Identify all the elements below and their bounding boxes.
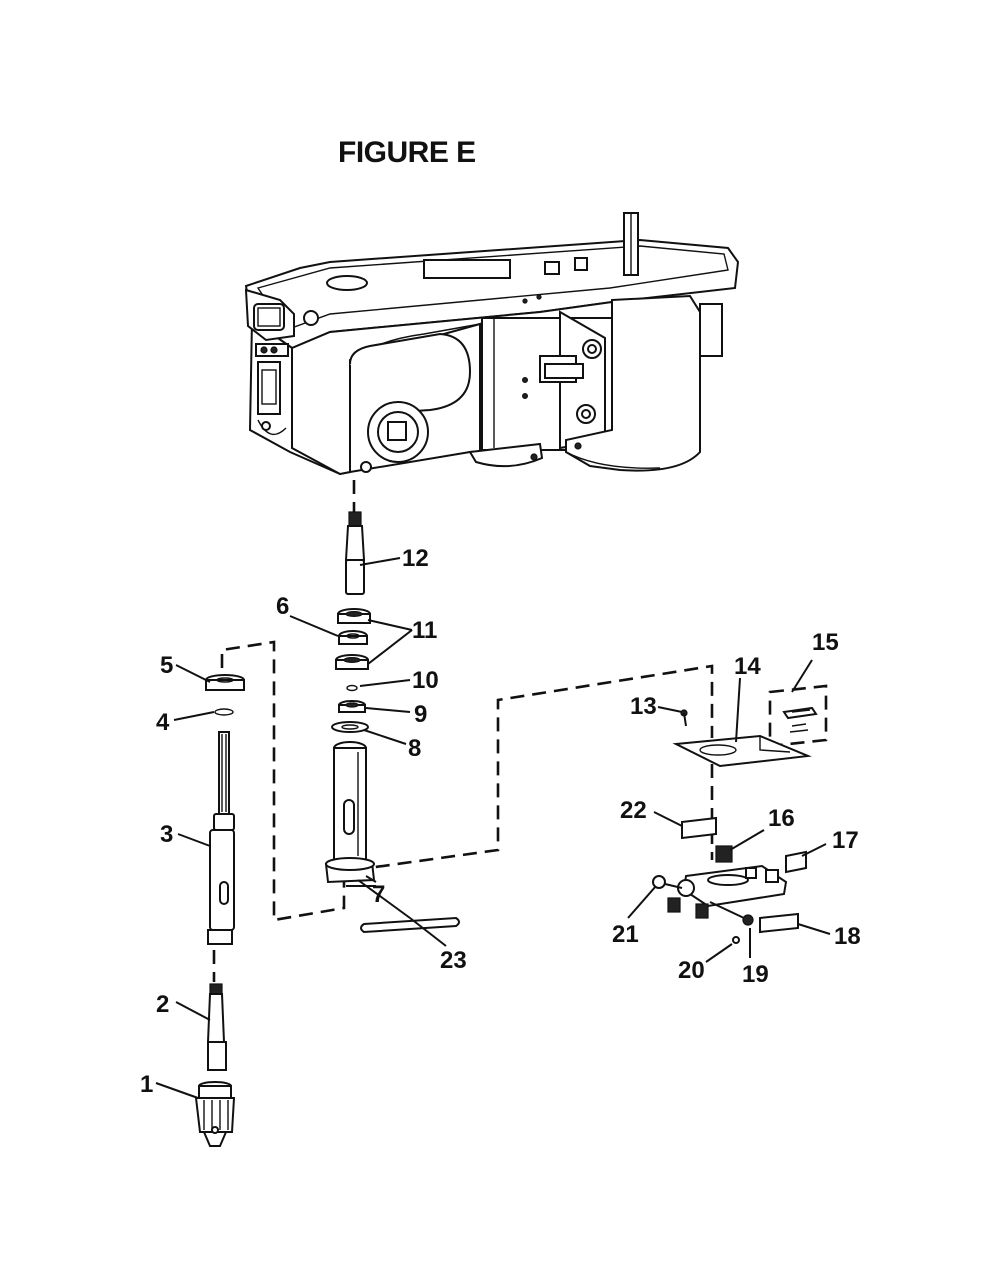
callout-11: 11 [412,617,437,644]
assembly-dashed-lines [212,480,828,982]
callout-19: 19 [742,961,769,988]
callout-20: 20 [678,957,705,984]
callout-22: 22 [620,797,647,824]
callout-14: 14 [734,653,761,680]
callout-10: 10 [412,667,439,694]
callout-21: 21 [612,921,639,948]
figure-title: FIGURE E [338,136,476,169]
part-13-screw [680,709,688,727]
callout-5: 5 [160,652,173,679]
part-10-retaining-ring [346,684,358,692]
callout-9: 9 [414,701,427,728]
callout-6: 6 [276,593,289,620]
callout-12: 12 [402,545,429,572]
part-19-screw [709,901,754,926]
leader-lines [155,557,831,1099]
part-7-quill [324,741,376,884]
part-11-bearings [335,608,371,670]
part-12-spindle [344,511,366,595]
part-2-arbor [206,983,227,1071]
part-20-nut [732,936,740,944]
part-6-spacer [338,630,368,645]
part-9-bearing [338,700,366,713]
part-21-knob [652,875,683,889]
callout-1: 1 [140,1071,153,1098]
callout-23: 23 [440,947,467,974]
callout-16: 16 [768,805,795,832]
callout-7: 7 [372,881,385,908]
callout-17: 17 [832,827,859,854]
part-8-washer [331,721,369,733]
part-5-nut [205,674,245,691]
part-17-label [785,850,807,874]
part-14-depth-plate [672,734,812,768]
part-3-spindle-shaft [207,731,235,945]
part-18-label [759,912,799,934]
callout-3: 3 [160,821,173,848]
part-15-clip [782,706,818,733]
callout-8: 8 [408,735,421,762]
callout-13: 13 [630,693,657,720]
part-23-rubber-washer [360,916,460,934]
part-1-chuck [194,1081,236,1147]
depth-stop-base-assembly [667,864,788,919]
callout-15: 15 [812,629,839,656]
part-16-bracket [715,845,733,863]
drill-press-head-housing [244,212,740,476]
callout-labels: 1 2 3 4 5 6 7 8 9 10 11 12 13 14 15 16 1… [140,545,861,1098]
part-22-label [681,816,717,840]
callout-4: 4 [156,709,170,736]
part-4-washer [214,708,234,716]
callout-2: 2 [156,991,169,1018]
callout-18: 18 [834,923,861,950]
